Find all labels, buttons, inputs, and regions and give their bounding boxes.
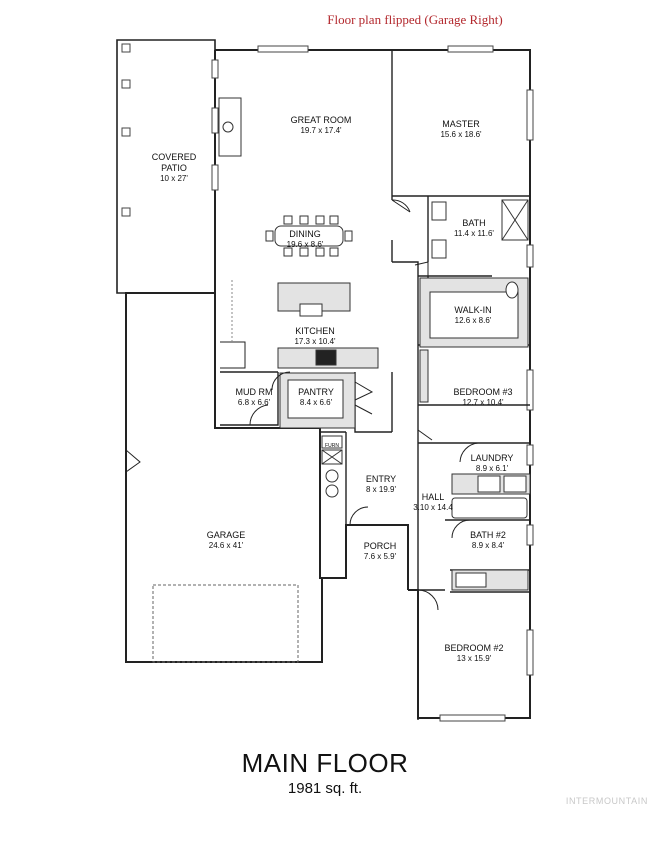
garage-door [152,584,299,663]
room-dims-garage: 24.6 x 41' [209,541,244,550]
room-dims-porch: 7.6 x 5.9' [364,552,397,561]
fixtures [218,97,529,588]
room-name-bath-2: BATH #2 [470,530,506,540]
room-dims-bedroom-2: 13 x 15.9' [457,654,492,663]
room-name-garage: GARAGE [207,530,246,540]
room-dims-laundry: 8.9 x 6.1' [476,464,509,473]
room-dims-bath-2: 8.9 x 8.4' [472,541,505,550]
room-name-pantry: PANTRY [298,387,334,397]
room-dims-walk-in: 12.6 x 8.6' [455,316,492,325]
watermark: INTERMOUNTAIN [565,796,648,806]
square-footage: 1981 sq. ft. [287,780,363,797]
room-dims-bath: 11.4 x 11.6' [454,229,494,238]
room-name-entry: ENTRY [366,474,396,484]
room-name-hall: HALL [422,492,445,502]
doors [125,199,479,611]
room-dims-dining: 19.6 x 8.6' [287,240,324,249]
room-name-porch: PORCH [364,541,397,551]
room-name: COVERED [152,152,197,162]
room-dims-kitchen: 17.3 x 10.4' [294,337,336,346]
room-dims-pantry: 8.4 x 6.6' [300,398,333,407]
room-dims-master: 15.6 x 18.6' [440,130,482,139]
room-dims: 10 x 27' [160,174,188,183]
windows [121,43,534,722]
room-name-master: MASTER [442,119,480,129]
room-name-bath: BATH [462,218,485,228]
furnace-label: FURN [325,443,339,449]
room-name-kitchen: KITCHEN [295,326,335,336]
room-name-walk-in: WALK-IN [454,305,491,315]
room-name-laundry: LAUNDRY [471,453,514,463]
interior-walls [220,50,530,720]
room-name: PATIO [161,163,187,173]
room-dims-great-room: 19.7 x 17.4' [300,126,342,135]
room-dims-entry: 8 x 19.9' [366,485,396,494]
room-dims-hall: 3.10 x 14.4 [413,503,453,512]
floor-title: MAIN FLOOR [241,748,409,778]
room-dims-mud-rm: 6.8 x 6.6' [238,398,271,407]
room-name-mud-rm: MUD RM [236,387,273,397]
plan-flipped-note: Floor plan flipped (Garage Right) [327,12,503,27]
room-dims-bedroom-3: 12.7 x 10.4' [462,398,504,407]
room-name-bedroom-3: BEDROOM #3 [453,387,512,397]
room-name-bedroom-2: BEDROOM #2 [444,643,503,653]
room-name-great-room: GREAT ROOM [291,115,352,125]
room-name-dining: DINING [289,229,321,239]
room-labels: COVERED PATIO 10 x 27' [152,152,197,183]
